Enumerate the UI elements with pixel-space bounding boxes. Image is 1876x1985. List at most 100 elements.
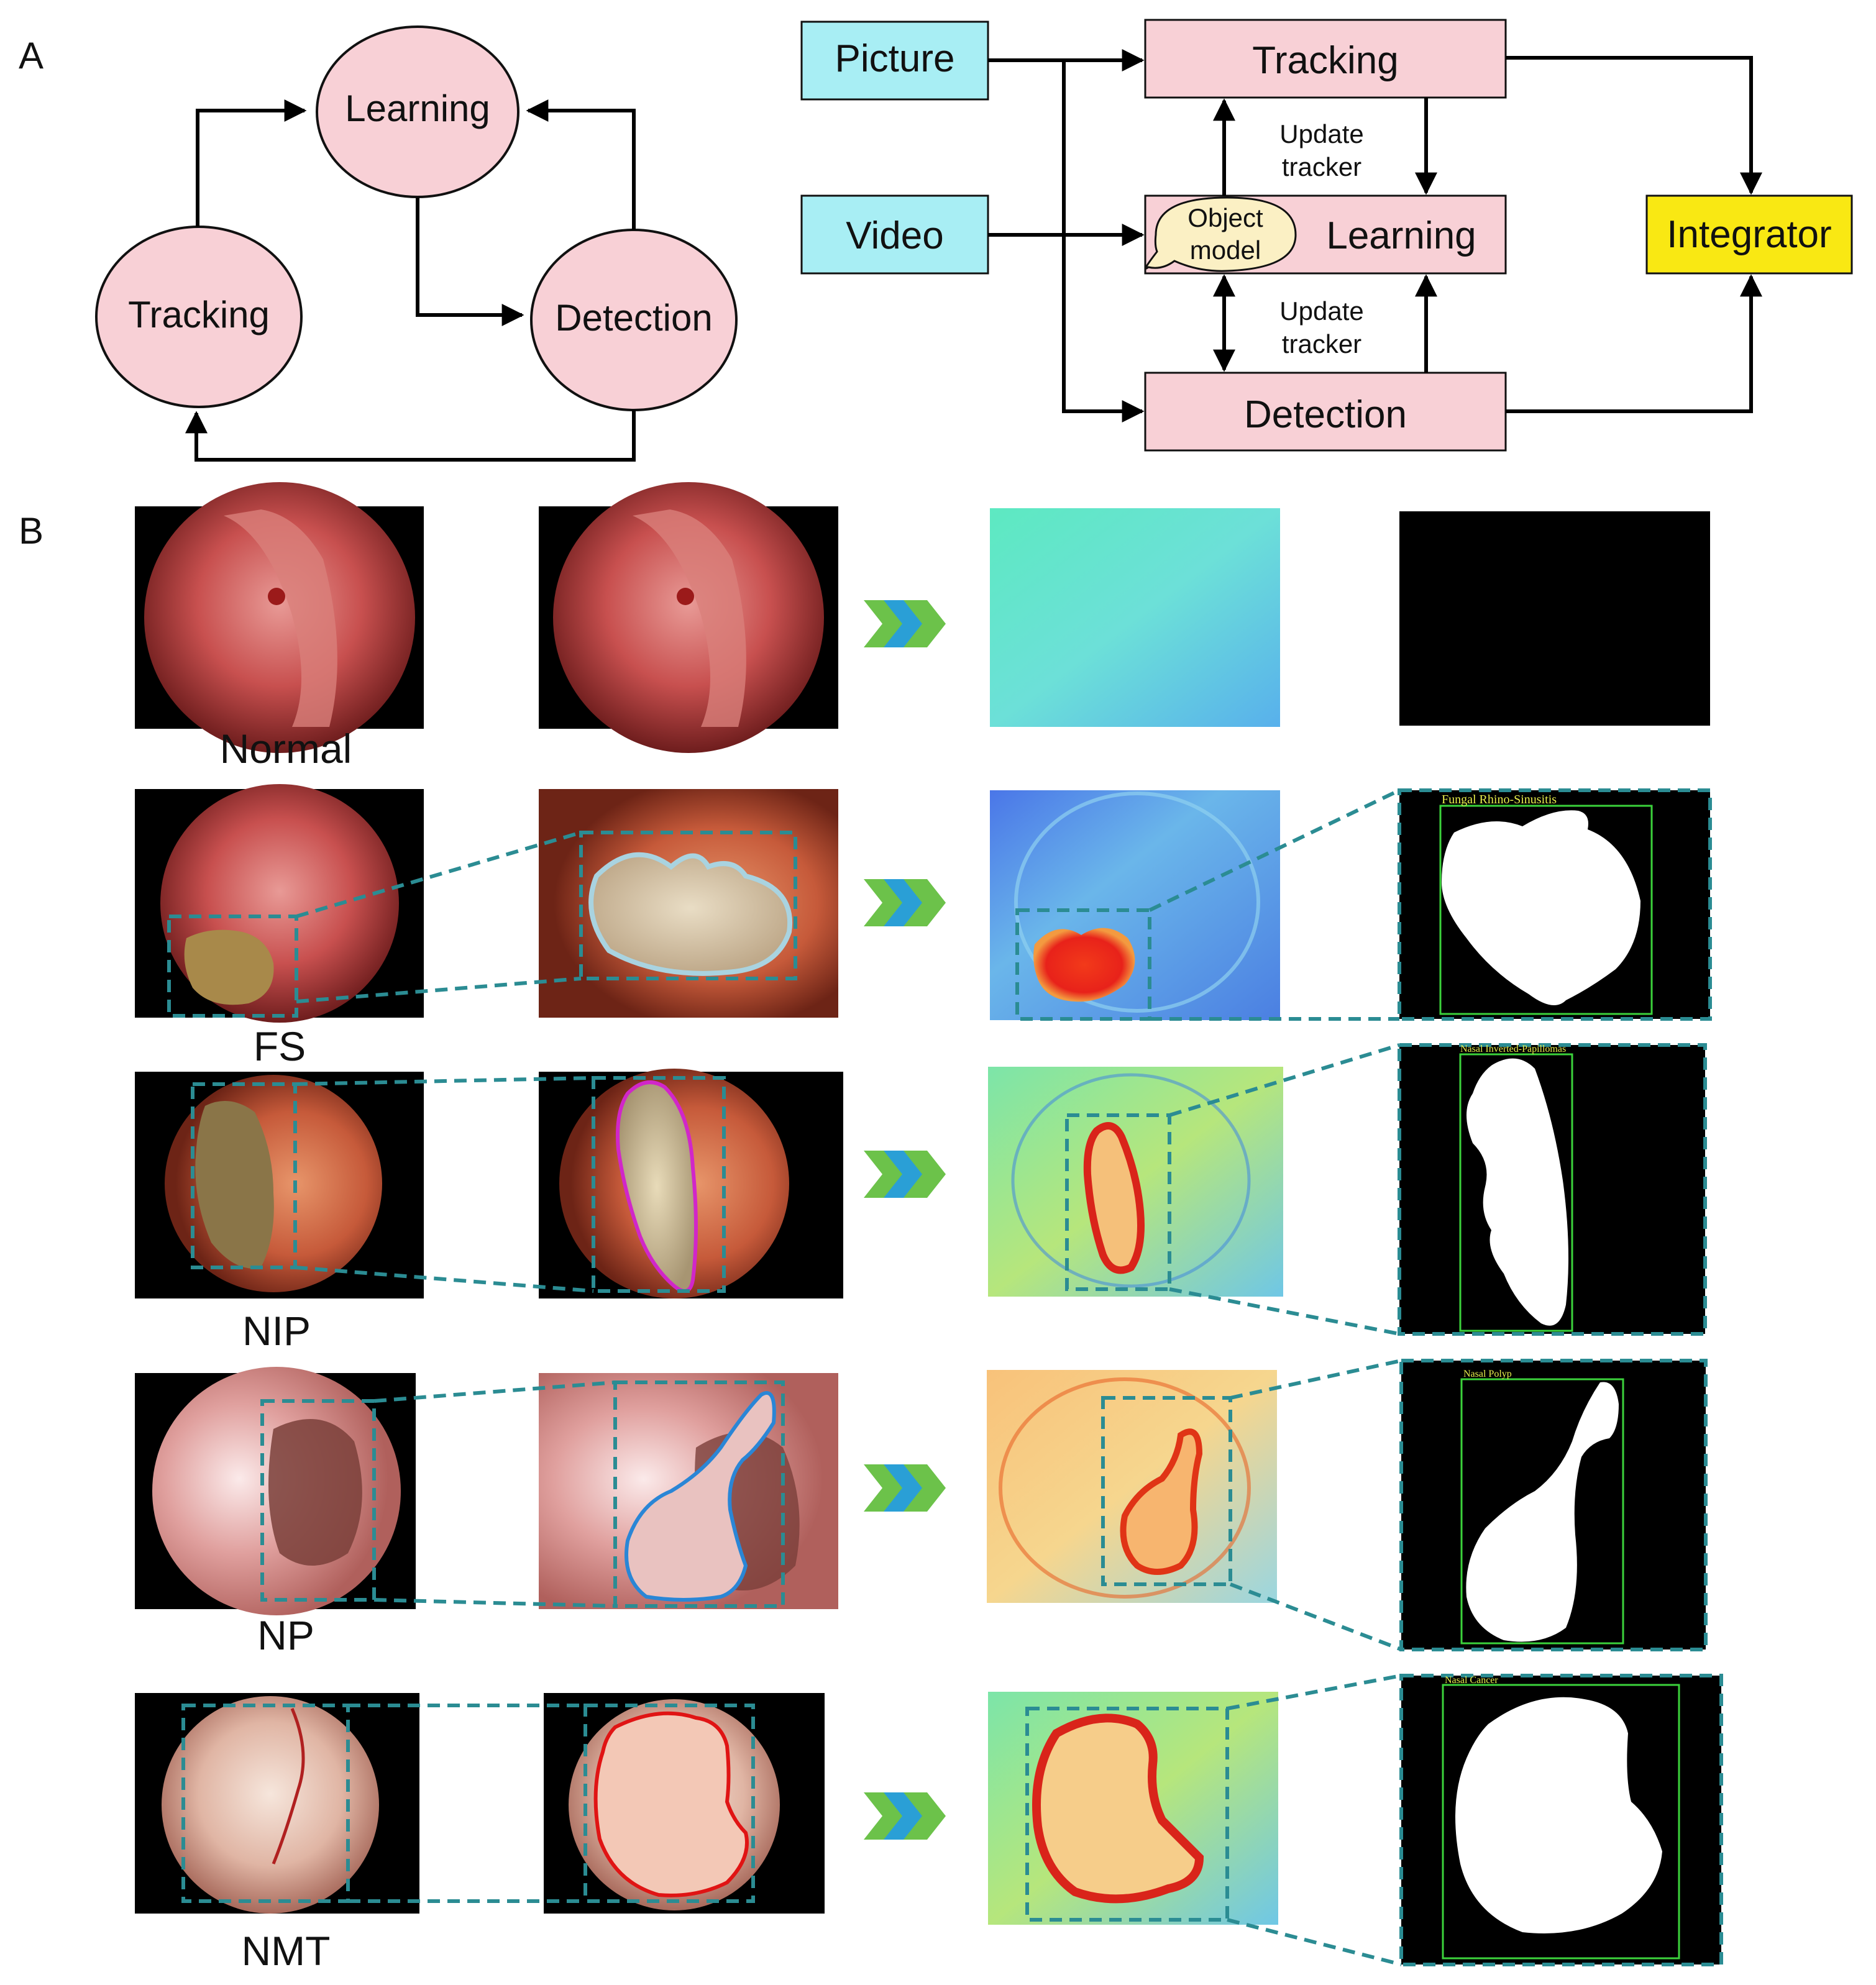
heatmap-ring bbox=[1011, 1073, 1251, 1288]
chevron-arrow bbox=[864, 600, 946, 647]
arrow-detection-to-integrator bbox=[1506, 274, 1762, 413]
row-label: Normal bbox=[220, 726, 352, 772]
object-model-label-2: model bbox=[1190, 235, 1261, 265]
integrator-label: Integrator bbox=[1667, 213, 1831, 256]
dashed-box-zoom bbox=[613, 1380, 785, 1608]
mask-class-label: Nasal Polyp bbox=[1463, 1369, 1512, 1379]
detection-box-label: Detection bbox=[1244, 393, 1407, 436]
mask-shape bbox=[1442, 810, 1640, 1005]
dashed-connector-bottom bbox=[1229, 1582, 1402, 1651]
video-label: Video bbox=[846, 214, 943, 257]
dashed-box-source bbox=[181, 1704, 350, 1903]
row-label: NMT bbox=[242, 1928, 331, 1974]
update-tracker-2-line2: tracker bbox=[1282, 329, 1361, 358]
heatmap-ring bbox=[999, 1377, 1251, 1599]
tracking-label: Tracking bbox=[128, 294, 270, 335]
endoscopy-tissue bbox=[144, 482, 415, 753]
chevron-arrow bbox=[864, 879, 946, 926]
row-nip: Nasal Inverted-Papillomas NIP bbox=[135, 1043, 1707, 1354]
dashed-connector-top bbox=[1227, 1674, 1402, 1710]
update-tracker-1-line1: Update bbox=[1279, 119, 1363, 148]
mask-shape bbox=[1466, 1058, 1568, 1326]
nmt-vessel bbox=[272, 1708, 305, 1864]
heatmap-hotspot bbox=[1033, 928, 1135, 1002]
arrow-tracking-to-learning bbox=[196, 99, 307, 227]
overlay-tissue bbox=[553, 482, 824, 753]
dashed-box-zoom bbox=[583, 1704, 755, 1903]
mask-class-label: Nasal Inverted-Papillomas bbox=[1460, 1044, 1566, 1054]
detection-box bbox=[1144, 372, 1507, 452]
row-nmt: Nasal Cancer NMT bbox=[135, 1674, 1723, 1974]
dashed-connector-top bbox=[1148, 788, 1401, 912]
dashed-box-zoom bbox=[592, 1076, 726, 1293]
mask-output bbox=[1399, 511, 1710, 726]
dashed-connector-top bbox=[295, 1076, 594, 1086]
row-np: Nasal Polyp NP bbox=[135, 1359, 1708, 1658]
heatmap-ring bbox=[1014, 792, 1260, 1013]
panel-label-b: B bbox=[19, 510, 43, 552]
row-fs: Fungal Rhino-Sinusitis FS bbox=[135, 784, 1712, 1069]
update-tracker-1-line2: tracker bbox=[1282, 152, 1361, 181]
row-label: NIP bbox=[242, 1308, 311, 1354]
heatmap bbox=[990, 790, 1280, 1020]
arrow-picture-to-detection bbox=[1062, 60, 1145, 422]
video-box bbox=[800, 194, 989, 275]
dashed-connector-bottom bbox=[295, 1266, 594, 1293]
tissue-spot bbox=[268, 588, 285, 605]
picture-label: Picture bbox=[835, 37, 955, 80]
learning-box-label: Learning bbox=[1326, 214, 1476, 257]
nip-lesion bbox=[195, 1101, 274, 1269]
tracking-box bbox=[1144, 19, 1507, 99]
fs-lesion bbox=[184, 929, 274, 1005]
row-normal: Normal bbox=[135, 482, 1710, 772]
dashed-connector-bottom bbox=[373, 1598, 616, 1608]
tissue-fold bbox=[224, 509, 337, 727]
object-model-callout bbox=[1145, 196, 1297, 272]
chevron-arrow bbox=[864, 1464, 946, 1512]
dashed-box-source bbox=[191, 1082, 297, 1269]
mask-class-label: Nasal Cancer bbox=[1445, 1675, 1498, 1686]
mask-bbox bbox=[1459, 1053, 1573, 1332]
integrator-box bbox=[1645, 194, 1853, 275]
learning-label: Learning bbox=[345, 88, 490, 129]
panel-label-a: A bbox=[19, 35, 43, 76]
heatmap bbox=[990, 508, 1280, 727]
dashed-connector-bottom bbox=[1227, 1918, 1402, 1966]
heatmap bbox=[987, 1370, 1277, 1603]
mask-shape bbox=[1466, 1382, 1619, 1642]
mask-bbox bbox=[1460, 1378, 1624, 1645]
detection-label: Detection bbox=[555, 297, 712, 339]
arrow-tracking-to-integrator bbox=[1506, 56, 1762, 195]
dashed-connector-bottom bbox=[296, 977, 582, 1003]
np-cavity bbox=[268, 1419, 362, 1566]
dashed-box-heatmap bbox=[1025, 1707, 1229, 1922]
mask-class-label: Fungal Rhino-Sinusitis bbox=[1442, 793, 1557, 806]
mask-shape bbox=[1455, 1697, 1662, 1933]
object-model-label-1: Object bbox=[1187, 203, 1263, 232]
dashed-box-heatmap bbox=[1015, 908, 1151, 1021]
row-label: FS bbox=[254, 1023, 306, 1069]
heatmap-hotspot bbox=[1083, 1122, 1145, 1274]
flow-diagram: Picture Video Tracking Learning Detectio… bbox=[800, 19, 1853, 452]
row-label: NP bbox=[257, 1612, 314, 1658]
dashed-connector-top bbox=[1230, 1359, 1402, 1400]
mask-bbox bbox=[1439, 805, 1653, 1015]
dashed-box-source bbox=[167, 915, 298, 1018]
dashed-box-heatmap bbox=[1101, 1396, 1232, 1586]
dashed-box-heatmap bbox=[1065, 1113, 1171, 1291]
overlay-fold bbox=[633, 509, 746, 727]
mask-bbox bbox=[1442, 1684, 1680, 1960]
nmt-lesion-zoom bbox=[593, 1711, 749, 1897]
dashed-connector-top bbox=[1169, 1043, 1400, 1117]
chevron-arrow bbox=[864, 1151, 946, 1198]
dashed-connector-top bbox=[373, 1380, 616, 1403]
arrow-detection-to-learning bbox=[526, 99, 636, 230]
learning-node bbox=[316, 25, 519, 198]
arrow-detection-to-tracking bbox=[185, 410, 636, 462]
dashed-box-zoom bbox=[579, 831, 797, 980]
dashed-connector-top bbox=[296, 831, 582, 918]
heatmap-hotspot bbox=[1032, 1713, 1204, 1904]
np-lesion-zoom bbox=[625, 1391, 776, 1602]
update-tracker-2-line1: Update bbox=[1279, 296, 1363, 326]
